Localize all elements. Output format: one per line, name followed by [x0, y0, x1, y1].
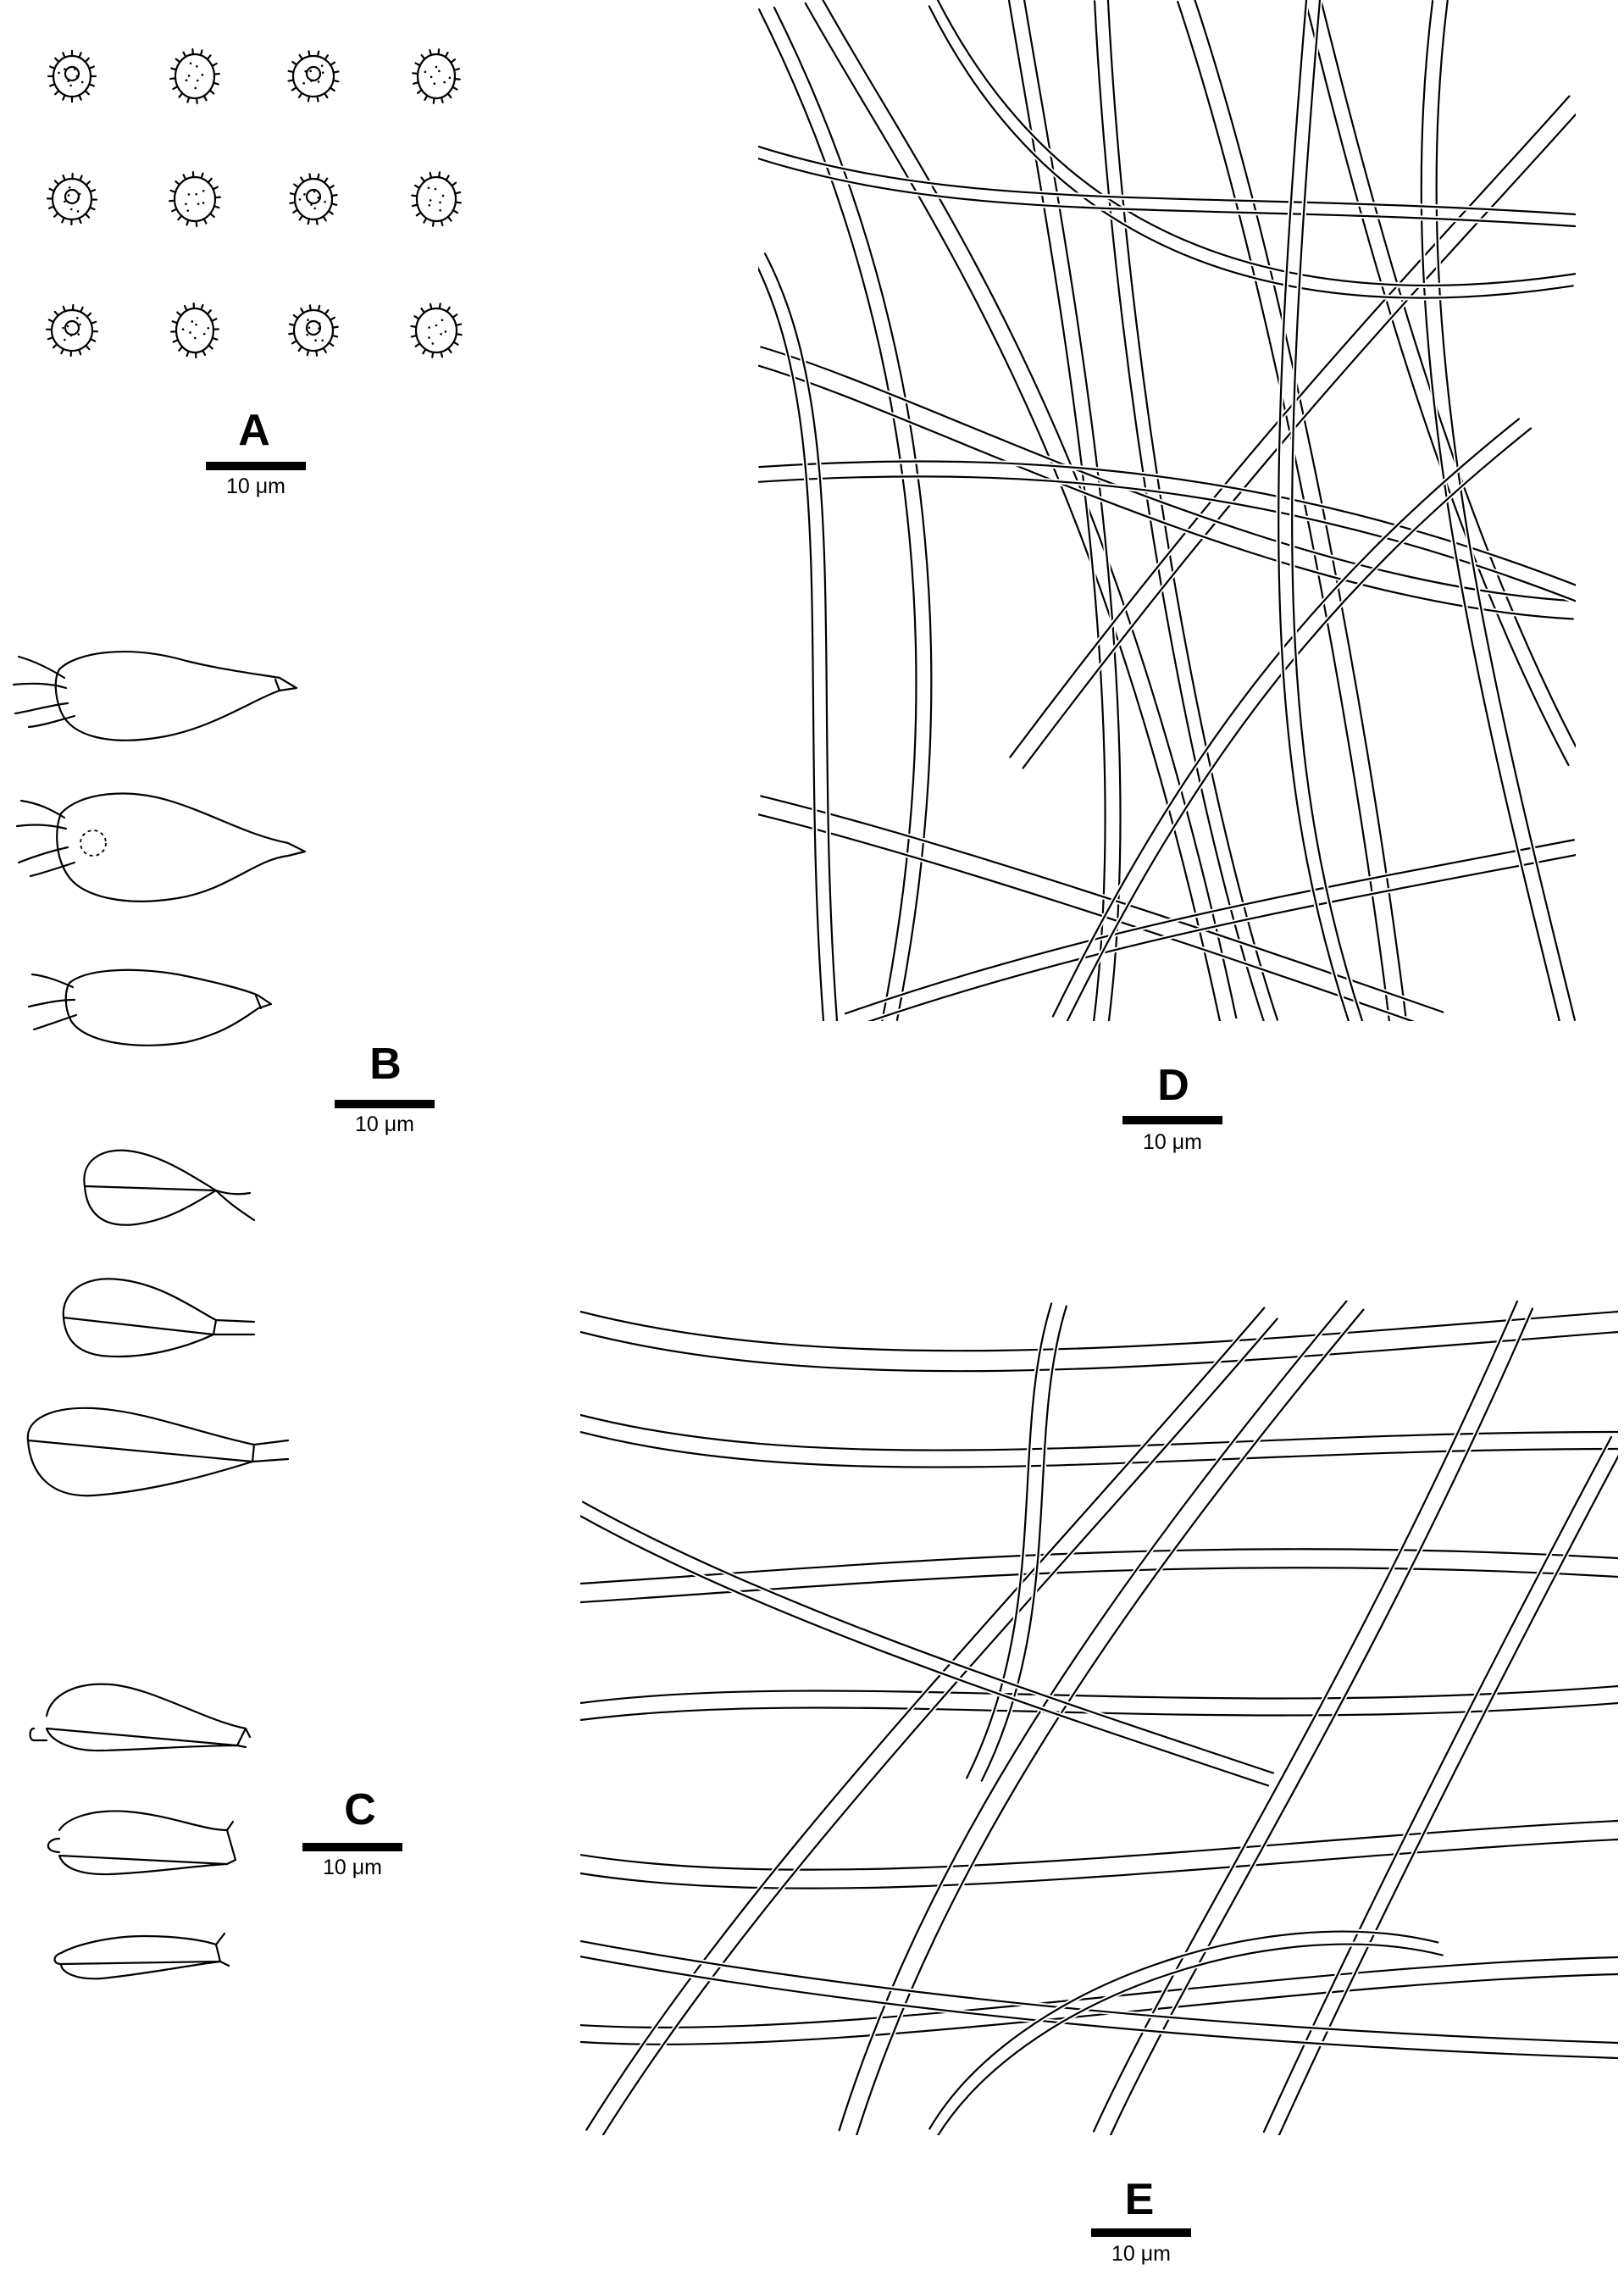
- spore: [413, 49, 460, 103]
- spore: [411, 303, 461, 357]
- panel-c-scale-label: 10 μm: [293, 1857, 412, 1878]
- panel-e-scale-label: 10 μm: [1082, 2244, 1200, 2265]
- spore: [170, 49, 219, 103]
- panel-b-basidia: [14, 652, 305, 1046]
- spore: [47, 174, 97, 225]
- hypha: [580, 1821, 1619, 1889]
- panel-d-hyphae: [751, 0, 1582, 1029]
- hypha: [580, 1312, 1618, 1371]
- panel-a-scale-label: 10 μm: [197, 476, 315, 497]
- spore: [412, 172, 460, 225]
- hypha: [757, 147, 1576, 226]
- basidium-1: [14, 652, 297, 741]
- panel-d-label: D: [1139, 1063, 1207, 1107]
- hypha: [929, 1932, 1443, 2142]
- panel-d-scale-label: 10 μm: [1113, 1132, 1232, 1153]
- hypha: [578, 1502, 1273, 1786]
- panel-e-hyphae: [578, 1300, 1624, 2141]
- hypha: [759, 8, 931, 1022]
- spore: [289, 305, 337, 355]
- hypha: [756, 347, 1579, 619]
- panel-a-spores: [47, 49, 462, 358]
- panel-c-scale-bar: [302, 1843, 402, 1851]
- panel-a-scale-bar: [206, 462, 306, 470]
- panel-b-scale-label: 10 μm: [325, 1114, 444, 1135]
- spore: [48, 51, 96, 102]
- panel-c-label: C: [326, 1788, 394, 1832]
- hypha: [929, 0, 1578, 298]
- panel-e-scale-bar: [1091, 2228, 1191, 2237]
- panel-b-label: B: [352, 1042, 419, 1086]
- panel-a-label: A: [220, 408, 288, 452]
- spore: [290, 174, 336, 224]
- spore: [169, 172, 220, 226]
- basidium-3: [29, 970, 271, 1046]
- panel-d-scale-bar: [1122, 1116, 1222, 1124]
- panel-e-label: E: [1106, 2178, 1173, 2222]
- spore: [289, 52, 339, 102]
- spore: [47, 305, 97, 356]
- basidium-2: [17, 794, 305, 902]
- panel-b-scale-bar: [335, 1100, 435, 1108]
- panel-c-basidioles: [28, 1151, 288, 1979]
- spore: [171, 303, 219, 358]
